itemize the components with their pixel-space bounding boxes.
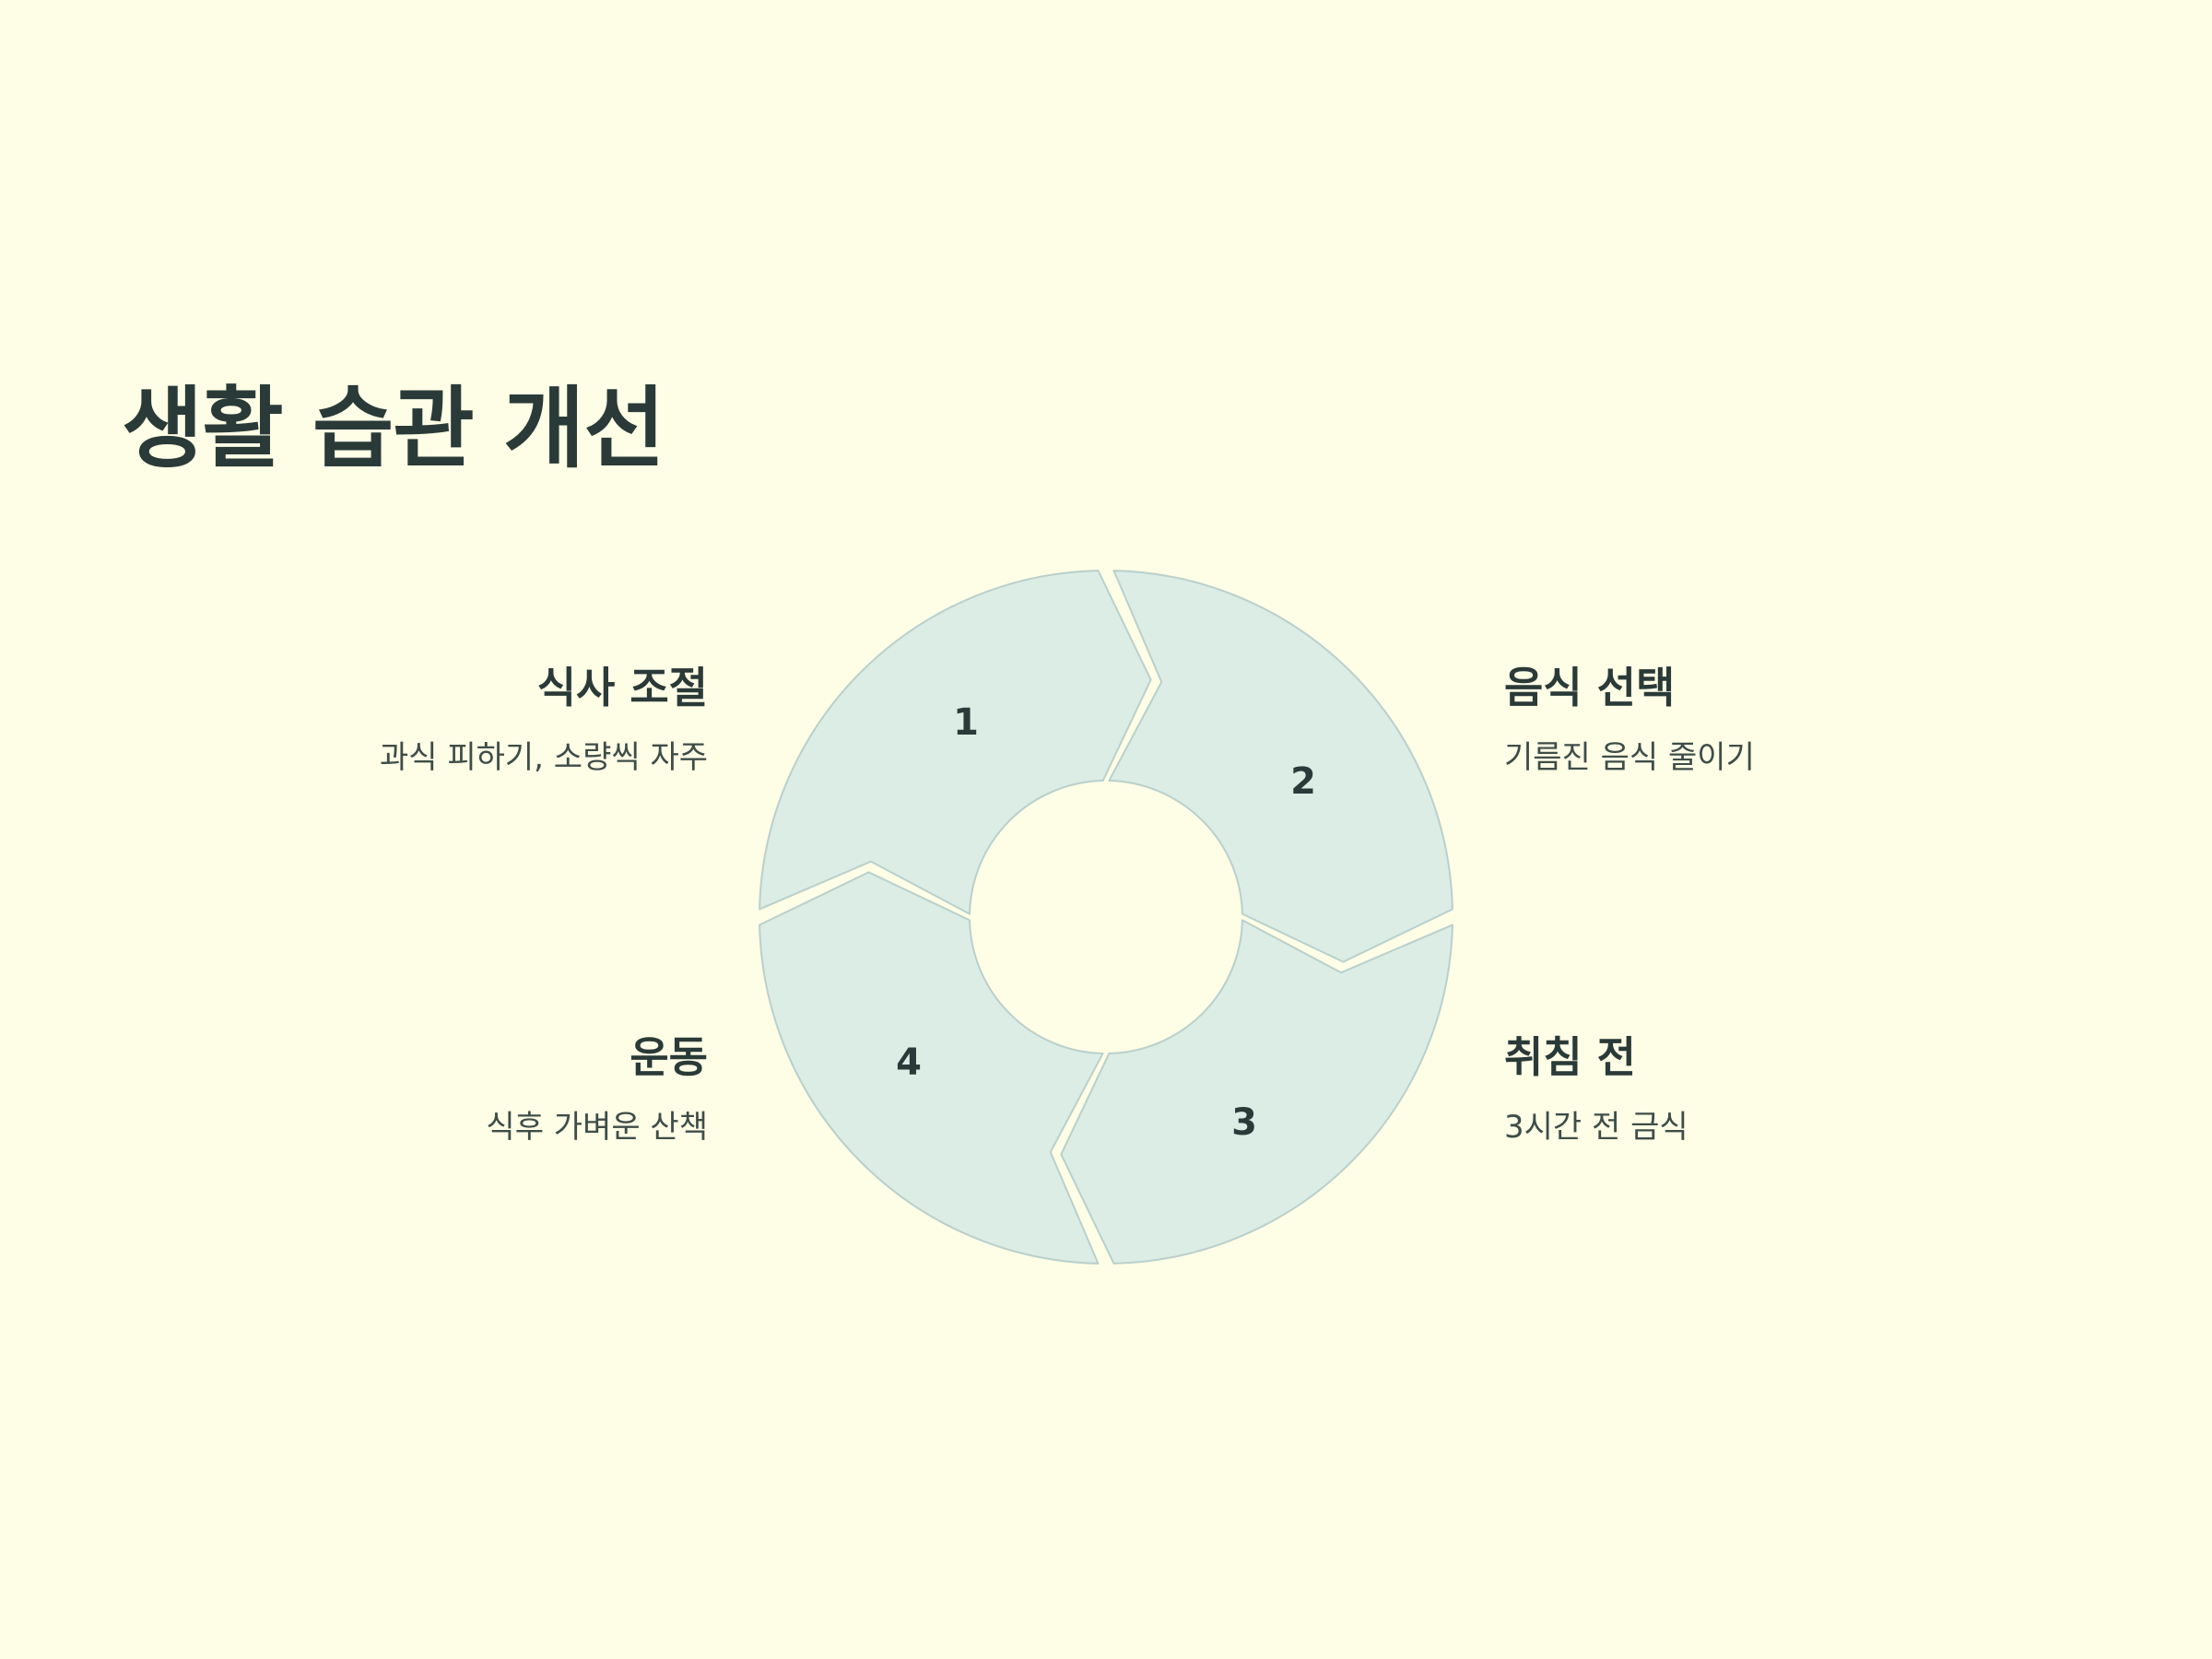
segment-1 xyxy=(759,570,1152,915)
segment-1-number: 1 xyxy=(953,701,979,744)
step-2-title: 음식 선택 xyxy=(1504,663,1676,712)
segment-3 xyxy=(1060,919,1453,1265)
cycle-segments xyxy=(759,570,1453,1265)
step-4-description: 식후 가벼운 산책 xyxy=(486,1108,708,1146)
page-title: 생활 습관 개선 xyxy=(122,377,665,480)
step-1-title: 식사 조절 xyxy=(536,663,708,712)
step-2-description: 기름진 음식 줄이기 xyxy=(1504,738,1755,776)
step-3-title: 취침 전 xyxy=(1504,1032,1636,1082)
segment-4 xyxy=(759,871,1104,1265)
segment-2 xyxy=(1108,570,1453,963)
segment-4-number: 4 xyxy=(896,1041,922,1084)
step-3-description: 3시간 전 금식 xyxy=(1504,1108,1688,1146)
step-4-title: 운동 xyxy=(629,1032,708,1082)
step-3-label-group: 취침 전 3시간 전 금식 xyxy=(1504,1031,2057,1147)
step-4-label-group: 운동 식후 가벼운 산책 xyxy=(155,1031,708,1147)
step-2-label-group: 음식 선택 기름진 음식 줄이기 xyxy=(1504,662,2057,778)
segment-2-number: 2 xyxy=(1290,760,1316,803)
segment-3-number: 3 xyxy=(1231,1101,1257,1144)
step-1-label-group: 식사 조절 과식 피하기, 소량씩 자주 xyxy=(155,662,708,778)
step-1-description: 과식 피하기, 소량씩 자주 xyxy=(379,738,708,776)
cycle-numbers: 1 2 3 4 xyxy=(896,701,1316,1144)
